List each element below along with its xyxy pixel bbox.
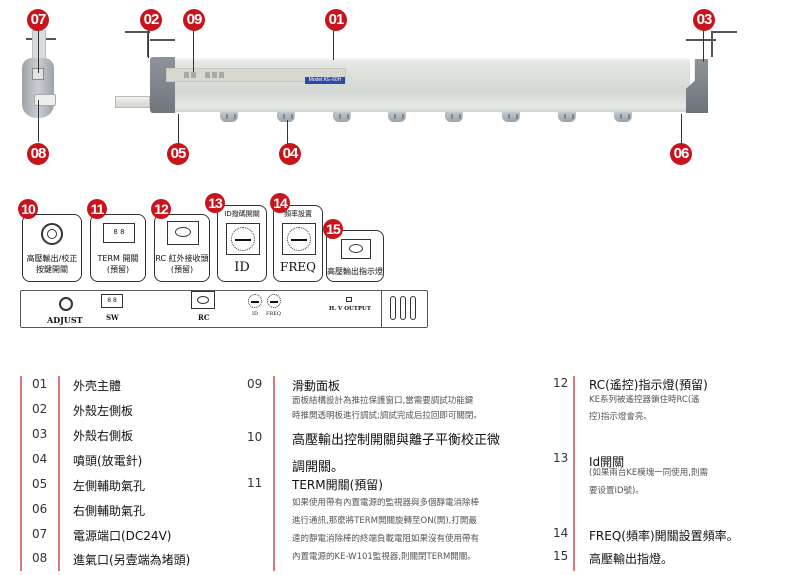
marker-03: 03 (693, 9, 715, 31)
nozzle (614, 112, 632, 122)
marker-12: 12 (151, 199, 171, 219)
marker-04: 04 (279, 143, 301, 165)
callout-freq: 頻率設置 FREQ (273, 205, 323, 282)
air-tube (115, 96, 150, 108)
rc-receiver (191, 291, 215, 309)
marker-01: 01 (325, 9, 347, 31)
nozzle (333, 112, 351, 122)
housing-body (160, 58, 690, 112)
legend-item: FREQ(頻率)開關設置頻率。 (589, 529, 739, 543)
sliding-panel (166, 68, 346, 82)
nozzle (502, 112, 520, 122)
legend-item: 外殼左側板 (73, 404, 134, 418)
marker-09: 09 (183, 9, 205, 31)
legend-item: Id開關 (589, 455, 625, 469)
legend-item: 外壳主體 (73, 379, 122, 393)
left-side-plate (150, 57, 175, 113)
hv-indicator-icon (341, 239, 371, 259)
legend-item: 外殼右側板 (73, 429, 134, 443)
vent-grille (381, 291, 428, 328)
adjust-knob-icon (41, 223, 63, 245)
freq-dial[interactable] (267, 294, 281, 308)
legend-item: TERM開關(預留) (292, 478, 383, 492)
legend-item: 高壓輸出控制開關與離子平衡校正微 (292, 433, 501, 448)
model-badge: Model:KE-60H (305, 77, 345, 84)
marker-13: 13 (205, 193, 225, 213)
term-switch-icon: 8 8 (103, 223, 135, 243)
callout-term: 8 8 TERM 開關 (預留) (90, 214, 146, 282)
marker-15: 15 (323, 219, 343, 239)
nozzle (388, 112, 406, 122)
control-panel-strip: ADJUST 8 8 SW RC ID FREQ H. V OUTPUT (20, 290, 428, 328)
id-dial-icon (231, 227, 255, 251)
air-inlet-fitting (34, 94, 56, 106)
callout-id: ID撥碼開關 ID (217, 205, 267, 282)
legend-item: 左側輔助氣孔 (73, 479, 146, 493)
id-dial[interactable] (248, 294, 262, 308)
adjust-button[interactable] (59, 297, 73, 311)
legend-item: 高壓輸出指燈。 (589, 552, 674, 566)
callout-rc: RC 紅外接收頭 (預留) (154, 214, 210, 282)
marker-10: 10 (18, 199, 38, 219)
sw-switch[interactable]: 8 8 (101, 294, 123, 308)
nozzle (445, 112, 463, 122)
legend-item: 滑動面板 (292, 379, 341, 393)
marker-08: 08 (27, 143, 49, 165)
legend-item: 右側輔助氣孔 (73, 504, 146, 518)
hv-output-led (346, 297, 352, 302)
callout-adjust: 高壓輸出/校正 按鍵開關 (22, 214, 82, 282)
callout-hv-output: 高壓輸出指示燈 (326, 230, 384, 282)
nozzle (220, 112, 238, 122)
marker-06: 06 (670, 143, 692, 165)
freq-dial-icon (287, 227, 311, 251)
legend-item: 電源端口(DC24V) (73, 529, 172, 543)
legend-item: RC(遙控)指示燈(預留) (589, 378, 708, 392)
legend-item: 進氣口(另壹端為堵頭) (73, 553, 191, 567)
nozzle (277, 112, 295, 122)
side-top-cap (32, 30, 46, 60)
marker-07: 07 (27, 9, 49, 31)
legend-item: 噴頭(放電針) (73, 454, 143, 468)
marker-11: 11 (87, 199, 107, 219)
marker-05: 05 (167, 143, 189, 165)
nozzle (558, 112, 576, 122)
rc-receiver-icon (167, 221, 199, 245)
marker-02: 02 (140, 9, 162, 31)
marker-14: 14 (270, 193, 290, 213)
